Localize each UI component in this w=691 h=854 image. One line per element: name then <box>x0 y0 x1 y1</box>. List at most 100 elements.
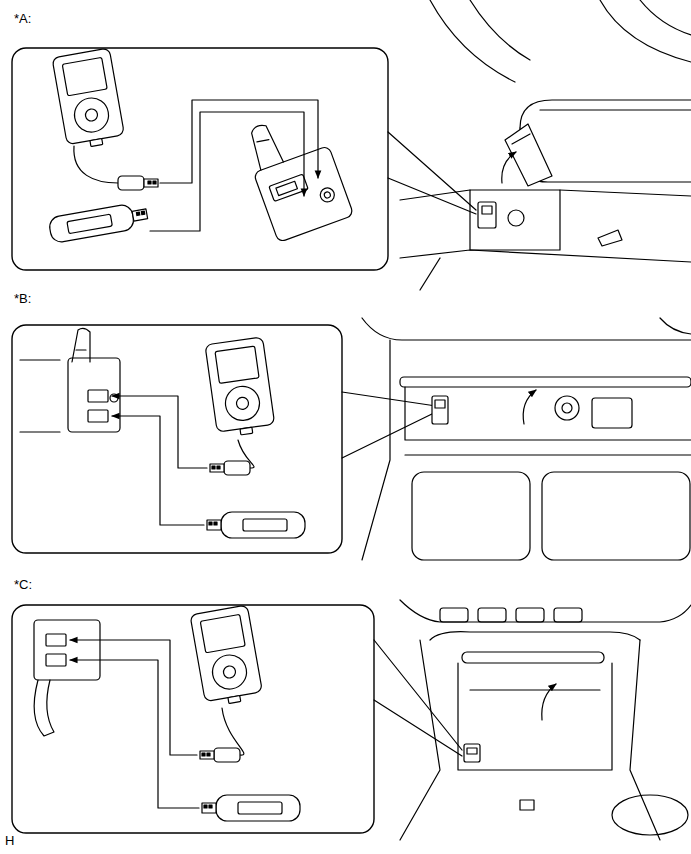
console-scene-a <box>508 210 524 226</box>
figure-code: H <box>5 834 14 848</box>
console-scene-c <box>542 684 556 720</box>
console-scene-a <box>470 0 530 60</box>
console-scene-b <box>542 472 690 560</box>
console-scene-c <box>458 663 612 770</box>
console-scene-a <box>598 230 622 246</box>
inset-a <box>74 146 118 183</box>
console-scene-c <box>612 795 688 835</box>
console-scene-c <box>464 744 480 762</box>
inset-b <box>12 325 342 553</box>
inset-b <box>110 394 118 402</box>
callout-lines <box>374 640 462 756</box>
console-scene-a <box>400 190 470 200</box>
console-scene-b <box>555 396 579 420</box>
inset-c <box>34 680 54 736</box>
inset-c <box>202 795 300 821</box>
console-scene-a <box>512 134 530 144</box>
inset-b <box>72 328 90 362</box>
console-scene-c <box>400 640 440 840</box>
inset-a <box>318 186 336 204</box>
console-scene-b <box>412 472 530 560</box>
inset-a <box>269 174 308 201</box>
console-scene-a <box>470 190 560 250</box>
callout-lines <box>342 412 436 458</box>
inset-c <box>200 748 240 762</box>
callout-lines <box>388 132 476 210</box>
console-scene-b <box>435 400 445 408</box>
console-scene-c <box>520 800 534 810</box>
inset-a <box>150 112 304 231</box>
console-scene-a <box>420 258 440 290</box>
panel-label: *A: <box>14 12 31 26</box>
console-scene-a <box>560 190 691 196</box>
inset-c <box>70 640 197 755</box>
console-scene-b <box>592 398 632 428</box>
console-scene-a <box>520 100 691 128</box>
callout-lines <box>388 132 476 214</box>
callout-lines <box>374 700 462 756</box>
console-scene-a <box>400 0 691 290</box>
console-scene-b <box>432 396 448 424</box>
console-scene-a <box>482 206 492 214</box>
inset-a <box>48 201 149 244</box>
inset-a <box>230 85 290 100</box>
inset-a <box>257 138 269 144</box>
console-scene-a <box>502 152 516 183</box>
console-scene-a <box>400 250 691 262</box>
inset-a <box>239 106 354 243</box>
console-scene-c <box>470 689 600 690</box>
inset-a <box>12 48 388 270</box>
inset-b <box>207 512 305 538</box>
console-scene-c <box>400 600 691 622</box>
console-scene-a <box>540 109 691 110</box>
callout-lines <box>374 640 462 750</box>
console-scene-a <box>430 0 515 82</box>
console-scene-b <box>400 377 691 387</box>
console-scene-c <box>478 608 506 622</box>
console-scene-c <box>462 652 604 663</box>
inset-b <box>112 416 204 525</box>
panel-label: *B: <box>14 292 31 306</box>
inset-b <box>88 410 108 422</box>
inset-b <box>76 349 86 350</box>
console-scene-c <box>430 632 640 640</box>
inset-c <box>70 660 199 808</box>
console-scene-c <box>516 608 544 622</box>
inset-c <box>190 605 263 708</box>
console-scene-b <box>405 387 691 440</box>
callout-lines <box>388 178 476 214</box>
inset-a <box>52 48 125 151</box>
callout-lines <box>342 392 436 406</box>
inset-a <box>323 191 331 199</box>
panel-label: *C: <box>14 578 32 592</box>
console-scene-a <box>478 202 496 228</box>
console-scene-a <box>640 0 691 35</box>
inset-b <box>12 325 342 553</box>
console-scene-a <box>600 0 691 62</box>
inset-b <box>88 390 108 402</box>
inset-c <box>34 620 100 680</box>
inset-b <box>68 358 120 432</box>
console-scene-b <box>405 454 691 455</box>
inset-a <box>246 122 283 170</box>
console-scene-c <box>554 608 582 622</box>
console-scene-b <box>523 390 536 424</box>
console-scene-b <box>562 403 572 413</box>
inset-c <box>12 605 374 833</box>
console-scene-b <box>362 318 691 340</box>
inset-c <box>46 654 66 666</box>
inset-a <box>12 48 388 270</box>
inset-c <box>46 634 66 646</box>
console-scene-c <box>467 748 477 754</box>
console-scene-c <box>400 600 691 840</box>
console-scene-c <box>630 640 660 840</box>
inset-a <box>276 181 298 195</box>
inset-b <box>205 337 276 438</box>
inset-b <box>210 461 250 475</box>
console-scene-b <box>362 318 691 560</box>
callout-lines <box>342 392 436 458</box>
inset-b <box>20 360 60 432</box>
console-scene-b <box>362 340 390 560</box>
